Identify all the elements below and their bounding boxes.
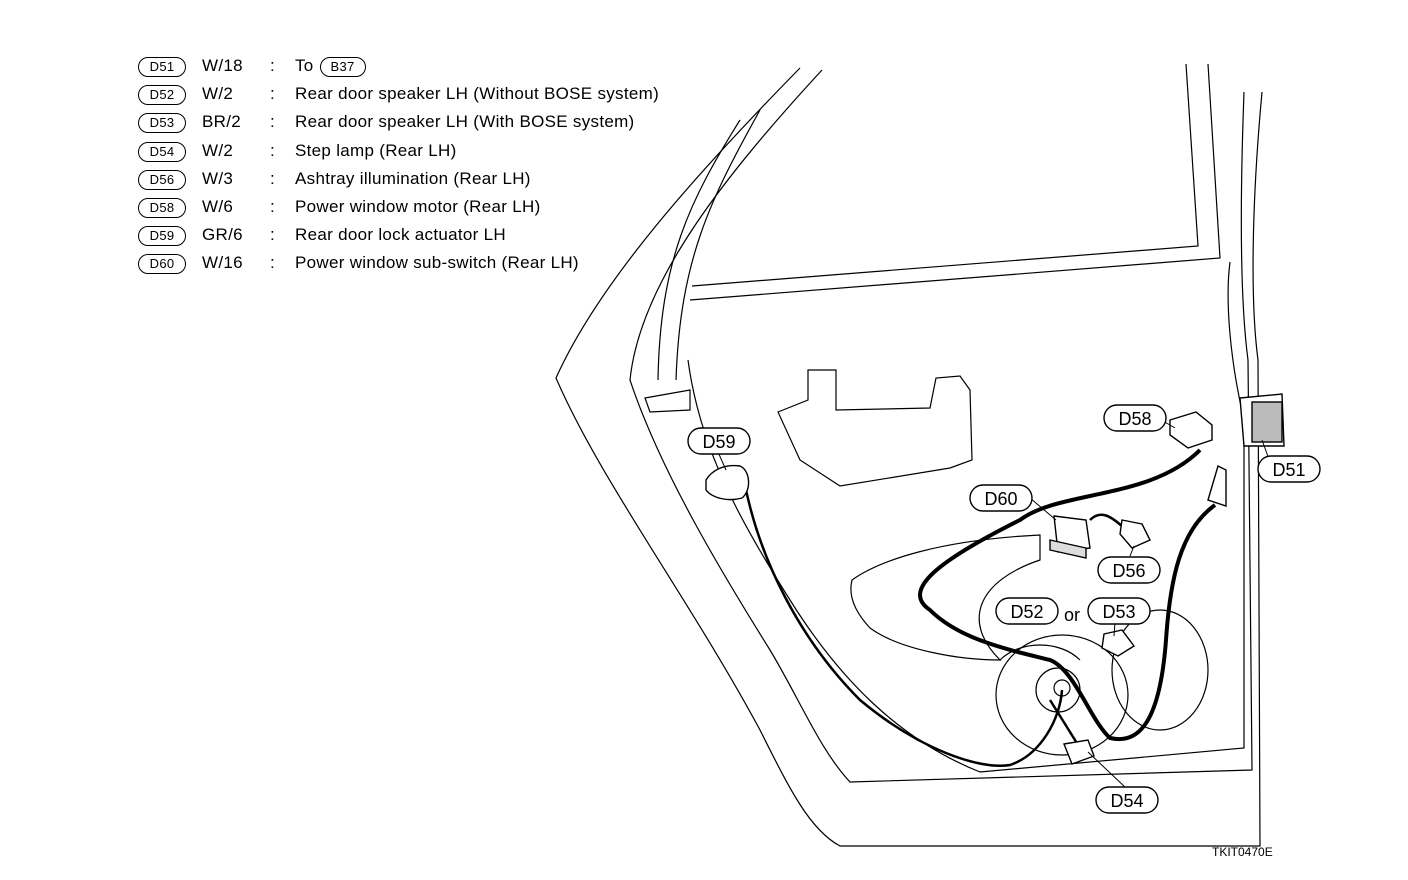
callout-d52: D52 — [1010, 602, 1043, 622]
inner-panel — [687, 261, 1245, 773]
speaker-ring-right — [1111, 609, 1209, 731]
connector-d54-body — [1063, 739, 1095, 765]
separator: : — [270, 197, 276, 216]
callout-d54-box — [1095, 786, 1159, 814]
separator: : — [270, 112, 276, 131]
harness-main — [918, 448, 1217, 742]
connector-d51-grommet — [1207, 464, 1227, 507]
connector-d56-body — [1119, 519, 1151, 549]
callout-d51: D51 — [1272, 460, 1305, 480]
connector-description: To B37 — [295, 56, 366, 77]
connector-spec: W/16 — [202, 253, 243, 272]
callout-d51-box — [1257, 455, 1321, 483]
pocket-outline — [850, 534, 1041, 661]
separator: : — [270, 141, 276, 160]
connector-spec: W/2 — [202, 84, 234, 103]
separator: : — [270, 253, 276, 272]
connector-spec: W/6 — [202, 197, 234, 216]
leader-d60 — [1029, 497, 1057, 521]
harness-to-d54 — [1048, 699, 1082, 749]
connector-tag: D51 — [138, 57, 186, 77]
callout-labels: D59 D58 D51 D60 D56 D52 or D53 D54 — [687, 404, 1321, 814]
door-inner-edge — [629, 69, 1253, 783]
figure-code: TKIT0470E — [1212, 845, 1273, 859]
lock-tab — [644, 389, 691, 413]
connectors — [705, 393, 1285, 765]
callout-d53: D53 — [1102, 602, 1135, 622]
window-frame-outer — [689, 63, 1221, 301]
harness-to-d59 — [743, 484, 1064, 767]
reference-connector-tag: B37 — [319, 56, 366, 77]
leader-d59 — [717, 451, 727, 471]
connector-spec: W/18 — [202, 56, 243, 75]
connector-tag: D54 — [138, 142, 186, 162]
door-outer-edge — [555, 67, 1263, 847]
window-frame-inner — [691, 63, 1199, 287]
connector-description: Rear door lock actuator LH — [295, 225, 506, 244]
connector-d59-body — [705, 464, 750, 501]
callout-d58-box — [1103, 404, 1167, 432]
connector-description: Ashtray illumination (Rear LH) — [295, 169, 531, 188]
panel-cutout — [777, 369, 973, 487]
connector-d58-body — [1169, 411, 1213, 449]
connector-spec: BR/2 — [202, 112, 241, 131]
connector-spec: GR/6 — [202, 225, 243, 244]
callout-d58: D58 — [1118, 409, 1151, 429]
wiring-harness — [743, 448, 1217, 767]
separator: : — [270, 169, 276, 188]
connector-description: Step lamp (Rear LH) — [295, 141, 457, 160]
speaker-body — [999, 644, 1081, 661]
separator: : — [270, 56, 276, 75]
window-frame-pillar-2 — [675, 109, 761, 381]
connector-tag: D53 — [138, 113, 186, 133]
leader-lines — [717, 417, 1271, 789]
separator: : — [270, 84, 276, 103]
connector-spec: W/3 — [202, 169, 234, 188]
callout-d59: D59 — [702, 432, 735, 452]
door-outline — [555, 63, 1263, 847]
leader-d54 — [1087, 751, 1127, 789]
connector-d53-body — [1101, 629, 1136, 657]
callout-d52-box — [995, 597, 1059, 625]
window-frame-pillar — [657, 119, 741, 381]
callout-d59-box — [687, 427, 751, 455]
speaker-cone — [1035, 667, 1081, 713]
callout-d60: D60 — [984, 489, 1017, 509]
harness-to-d56 — [1089, 513, 1125, 529]
callout-d56-box — [1097, 556, 1161, 584]
connector-d51-face — [1251, 401, 1283, 443]
connector-d60-front — [1049, 539, 1087, 559]
speaker-ring-left — [995, 634, 1129, 756]
leader-d56 — [1129, 545, 1135, 557]
connector-tag: D59 — [138, 226, 186, 246]
separator: : — [270, 225, 276, 244]
callout-or: or — [1064, 605, 1080, 625]
callout-d60-box — [969, 484, 1033, 512]
connector-tag: D58 — [138, 198, 186, 218]
callout-d56: D56 — [1112, 561, 1145, 581]
connector-description: Power window sub-switch (Rear LH) — [295, 253, 579, 272]
connector-description: Rear door speaker LH (Without BOSE syste… — [295, 84, 660, 103]
connector-description: Power window motor (Rear LH) — [295, 197, 541, 216]
connector-tag: D60 — [138, 254, 186, 274]
connector-spec: W/2 — [202, 141, 234, 160]
description-text: To — [295, 56, 314, 75]
callout-d53-box — [1087, 597, 1151, 625]
callout-d54: D54 — [1110, 791, 1143, 811]
connector-tag: D56 — [138, 170, 186, 190]
connector-tag: D52 — [138, 85, 186, 105]
connector-description: Rear door speaker LH (With BOSE system) — [295, 112, 635, 131]
